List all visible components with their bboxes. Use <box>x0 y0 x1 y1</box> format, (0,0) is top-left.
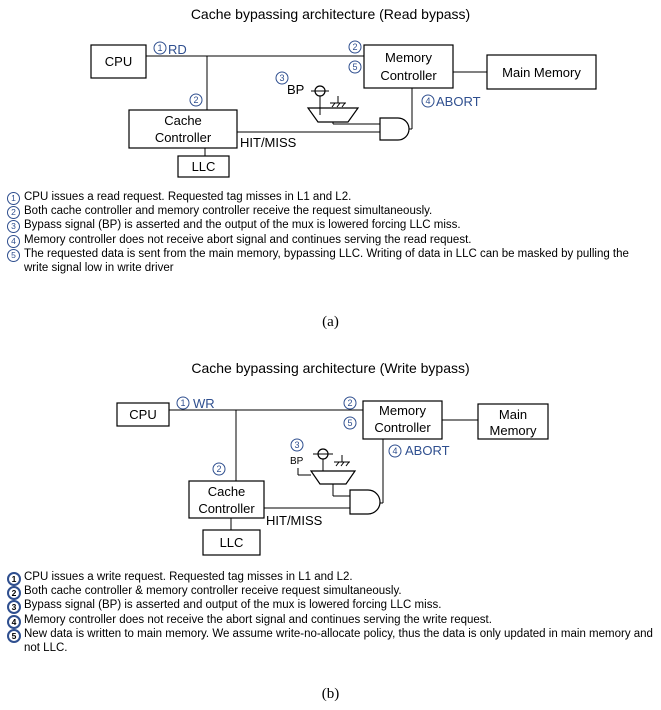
diagram-title: Cache bypassing architecture (Read bypas… <box>190 6 471 22</box>
llc-label: LLC <box>220 535 244 550</box>
rd-label: RD <box>168 42 187 57</box>
write-bypass-diagram: CPU Memory Controller Main Memory Cache … <box>116 396 549 556</box>
marker-2-cache: 2 <box>212 462 226 476</box>
svg-text:3: 3 <box>279 73 284 83</box>
abort-label: ABORT <box>436 94 481 109</box>
main-memory-label: Main Memory <box>502 65 581 80</box>
ground-hatch-1 <box>335 461 340 467</box>
ground-hatch-3 <box>341 102 346 108</box>
llc-box <box>177 155 230 178</box>
cpu-label: CPU <box>129 407 156 422</box>
svg-text:2: 2 <box>216 464 221 474</box>
marker-1: 1 <box>153 41 167 55</box>
marker-1: 1 <box>176 396 190 410</box>
marker-2-cache: 2 <box>189 93 203 107</box>
svg-text:4: 4 <box>392 446 397 456</box>
memory-controller-label-2: Controller <box>380 68 437 83</box>
and-gate <box>349 489 381 515</box>
memory-controller-label-1: Memory <box>379 403 426 418</box>
llc-label: LLC <box>192 159 216 174</box>
cache-controller-box <box>128 109 238 149</box>
cache-controller-box <box>188 480 265 519</box>
panel-write-bypass: Cache bypassing architecture (Write bypa… <box>0 360 661 710</box>
abort-label: ABORT <box>405 443 450 458</box>
ground-hatch-2 <box>340 461 345 467</box>
cpu-box <box>116 402 170 427</box>
marker-2-memory: 2 <box>348 40 362 54</box>
cpu-label: CPU <box>105 54 132 69</box>
cpu-box <box>90 44 147 79</box>
hit-miss-label: HIT/MISS <box>240 135 297 150</box>
svg-text:2: 2 <box>352 42 357 52</box>
panel-read-bypass: Cache bypassing architecture (Read bypas… <box>4 6 654 330</box>
main-memory-box <box>486 54 597 90</box>
memory-controller-box <box>362 400 443 440</box>
bp-label: BP <box>290 456 304 467</box>
main-memory-label-2: Memory <box>490 423 537 438</box>
svg-text:1: 1 <box>157 43 162 53</box>
bp-label: BP <box>287 82 304 97</box>
diagram-title: Cache bypassing architecture (Write bypa… <box>191 360 470 376</box>
caption: (a) <box>322 314 339 330</box>
marker-3: 3 <box>275 71 289 85</box>
svg-text:4: 4 <box>425 96 430 106</box>
mux-shape <box>306 107 360 123</box>
svg-text:1: 1 <box>180 398 185 408</box>
memory-controller-label-1: Memory <box>385 50 432 65</box>
main-memory-box <box>477 403 549 440</box>
main-memory-label-1: Main <box>499 407 527 422</box>
and-gate <box>379 117 410 141</box>
memory-controller-box <box>363 44 454 89</box>
marker-4: 4 <box>388 444 402 458</box>
read-bypass-diagram: CPU Memory Controller Main Memory Cache … <box>90 40 597 178</box>
ground-hatch-2 <box>336 102 341 108</box>
cache-controller-label-1: Cache <box>164 113 202 128</box>
marker-5: 5 <box>348 60 362 74</box>
ground-hatch-3 <box>345 461 350 467</box>
svg-text:3: 3 <box>294 440 299 450</box>
llc-box <box>202 529 261 556</box>
mux-shape <box>309 470 357 485</box>
ground-hatch-1 <box>331 102 336 108</box>
caption: (b) <box>321 686 340 702</box>
cache-controller-label-2: Controller <box>155 130 212 145</box>
marker-4: 4 <box>421 94 435 108</box>
hit-miss-label: HIT/MISS <box>266 513 323 528</box>
svg-text:2: 2 <box>193 95 198 105</box>
svg-text:5: 5 <box>347 418 352 428</box>
marker-3: 3 <box>290 438 304 452</box>
marker-2-memory: 2 <box>343 396 357 410</box>
memory-controller-label-2: Controller <box>374 420 431 435</box>
wr-label: WR <box>193 396 215 411</box>
cache-controller-label-1: Cache <box>208 484 246 499</box>
cache-controller-label-2: Controller <box>198 501 255 516</box>
marker-5: 5 <box>343 416 357 430</box>
svg-text:2: 2 <box>347 398 352 408</box>
svg-text:5: 5 <box>352 62 357 72</box>
